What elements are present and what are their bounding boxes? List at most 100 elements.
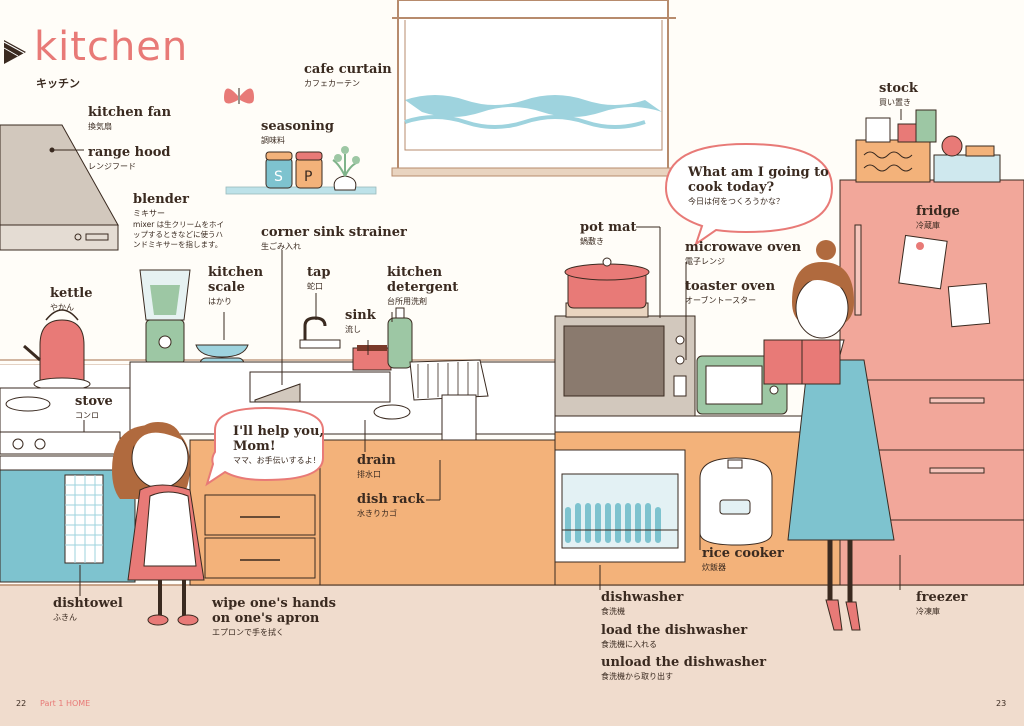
rice-cooker	[699, 457, 773, 546]
blender	[139, 269, 191, 365]
range-hood	[0, 124, 119, 251]
label-jp: 生ごみ入れ	[261, 241, 301, 251]
label-jp: カフェカーテン	[304, 78, 360, 88]
label-jp: はかり	[208, 296, 232, 306]
label-en: scale	[208, 279, 245, 295]
label-en: tap	[307, 265, 331, 280]
label-jp: 電子レンジ	[685, 256, 725, 266]
mom-bubble-text: What am I going to cook today? 今日は何をつくろう…	[688, 165, 829, 206]
bubble-en: Mom!	[233, 438, 276, 454]
label-jp: コンロ	[75, 410, 99, 420]
label-jp: 鍋敷き	[580, 236, 604, 246]
label-en: on one's apron	[212, 610, 320, 626]
label-jp: 台所用洗剤	[387, 296, 427, 306]
label-en: sink	[345, 308, 376, 323]
label-jp: 流し	[345, 324, 361, 334]
label-jp: オーブントースター	[685, 295, 757, 305]
label-jp: 食洗機に入れる	[601, 639, 657, 649]
window-curtain	[391, 0, 677, 177]
label-tap: tap 蛇口	[307, 265, 331, 291]
label-en: kitchen fan	[88, 105, 172, 120]
label-en: dishtowel	[53, 596, 123, 611]
label-jp: 買い置き	[879, 97, 911, 107]
part-label: Part 1 HOME	[40, 699, 91, 708]
butterfly-icon	[224, 88, 254, 104]
label-en: kitchen	[208, 265, 264, 280]
label-jp: 蛇口	[307, 281, 323, 291]
label-jp: エプロンで手を拭く	[212, 627, 284, 637]
label-jp: 食洗機	[601, 606, 625, 616]
label-stove: stove コンロ	[75, 394, 113, 420]
label-jp: 水きりカゴ	[357, 508, 397, 518]
label-jp: 炊飯器	[702, 562, 726, 572]
label-kitchen-detergent: kitchen detergent 台所用洗剤	[387, 265, 459, 306]
bubble-en: cook today?	[688, 179, 775, 195]
label-en: seasoning	[261, 119, 334, 134]
child-figure	[112, 422, 205, 626]
label-dishtowel: dishtowel ふきん	[53, 596, 123, 622]
label-toaster-oven: toaster oven オーブントースター	[685, 279, 775, 305]
label-en: pot mat	[580, 220, 637, 235]
label-unload-dishwasher: unload the dishwasher 食洗機から取り出す	[601, 655, 767, 681]
pot	[564, 257, 650, 318]
label-en: cafe curtain	[304, 62, 392, 77]
label-jp: 食洗機から取り出す	[601, 671, 673, 681]
mom-figure	[763, 240, 895, 631]
label-fridge: fridge 冷蔵庫	[916, 204, 960, 230]
bubble-en: What am I going to	[688, 165, 829, 180]
page-number-left: 22	[16, 699, 27, 708]
title-arrow-icon	[3, 40, 26, 64]
label-cafe-curtain: cafe curtain カフェカーテン	[304, 62, 392, 88]
label-wipe-hands: wipe one's hands on one's apron エプロンで手を拭…	[212, 596, 336, 637]
label-pot-mat: pot mat 鍋敷き	[580, 220, 637, 246]
label-en: load the dishwasher	[601, 623, 748, 638]
floor	[0, 585, 1024, 726]
bubble-jp: ママ、お手伝いするよ！	[233, 455, 321, 465]
child-bubble-text: I'll help you, Mom! ママ、お手伝いするよ！	[233, 424, 324, 465]
label-jp: やかん	[50, 302, 74, 312]
svg-text:P: P	[304, 169, 312, 185]
label-jp: 冷凍庫	[916, 606, 940, 616]
label-kettle: kettle やかん	[50, 286, 93, 312]
label-en: unload the dishwasher	[601, 655, 767, 670]
label-en: drain	[357, 453, 396, 468]
label-en: kettle	[50, 286, 93, 301]
label-jp: ふきん	[53, 612, 77, 622]
leader-lines	[49, 109, 902, 596]
label-en: blender	[133, 192, 189, 207]
label-en: microwave oven	[685, 240, 802, 255]
label-sink: sink 流し	[345, 308, 376, 334]
label-load-dishwasher: load the dishwasher 食洗機に入れる	[601, 623, 748, 649]
label-range-hood: range hood レンジフード	[88, 145, 171, 171]
page-title: kitchen	[34, 24, 189, 70]
tap	[299, 316, 341, 349]
svg-text:S: S	[274, 169, 283, 185]
label-microwave-oven: microwave oven 電子レンジ	[685, 240, 802, 266]
label-seasoning: seasoning 調味料	[261, 119, 334, 145]
label-kitchen-scale: kitchen scale はかり	[208, 265, 264, 306]
mom-speech-bubble	[664, 142, 834, 247]
label-blender: blender ミキサー mixer は生クリームをホイップするときなどに使うハ…	[133, 192, 228, 251]
bubble-jp: 今日は何をつくろうかな？	[688, 196, 784, 206]
label-en: stove	[75, 394, 113, 409]
label-note: mixer は生クリームをホイップするときなどに使うハンドミキサーを指します。	[133, 220, 224, 250]
label-en: fridge	[916, 204, 960, 219]
label-jp: 換気扇	[88, 121, 112, 131]
page-title-jp: キッチン	[36, 77, 80, 90]
dishtowel	[64, 474, 104, 564]
label-en: wipe one's hands	[212, 596, 336, 611]
stock	[855, 109, 1001, 183]
seasoning-shelf: S P	[225, 146, 377, 195]
label-en: dish rack	[357, 492, 425, 507]
label-en: corner sink strainer	[261, 225, 407, 240]
label-jp: 排水口	[357, 469, 381, 479]
label-rice-cooker: rice cooker 炊飯器	[702, 546, 784, 572]
label-en: detergent	[387, 279, 459, 295]
label-dish-rack: dish rack 水きりカゴ	[357, 492, 425, 518]
label-jp: 調味料	[261, 135, 285, 145]
page-number-right: 23	[996, 699, 1007, 708]
label-en: freezer	[916, 590, 968, 605]
label-en: range hood	[88, 145, 171, 160]
label-jp: 冷蔵庫	[916, 220, 940, 230]
